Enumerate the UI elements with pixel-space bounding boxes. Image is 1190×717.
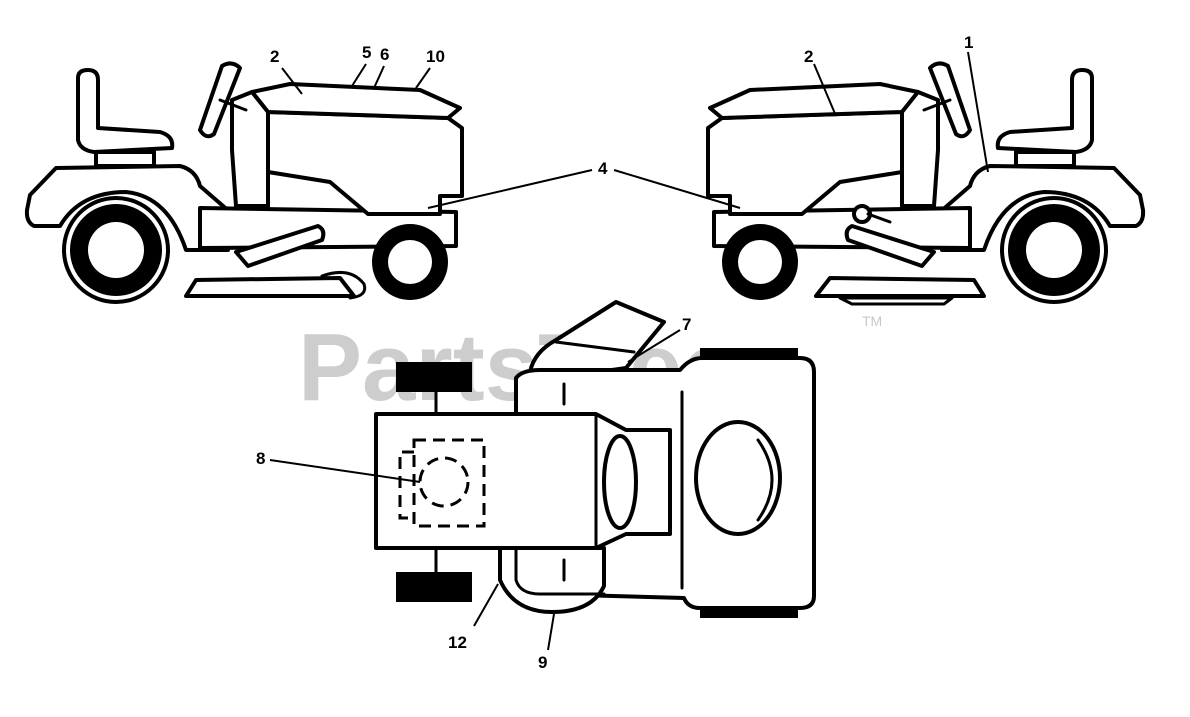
dash-right [900,90,940,208]
tractor-top-view [374,300,816,618]
callout-7: 7 [682,315,691,334]
dash-left [230,90,270,208]
hood-left [266,110,464,216]
hood-top-right [708,82,920,120]
leader-lines [269,51,989,651]
callout-1: 1 [964,33,973,52]
callout-2-right: 2 [804,47,813,66]
front-tire-top-lower [396,572,472,602]
callout-5: 5 [362,43,371,62]
decal-8-tab [398,450,414,520]
front-tire-top-upper [396,362,472,392]
hood-right [706,110,904,216]
seat-top [694,420,782,536]
seat-left [76,68,175,154]
fuel-tank-inner [514,546,606,596]
callout-6: 6 [380,45,389,64]
callout-12: 12 [448,633,467,652]
callout-10: 10 [426,47,445,66]
deck-skirt-right [838,296,954,306]
front-rim-left [388,240,432,284]
deck-chute-left [320,270,367,300]
front-rim-right [738,240,782,284]
seat-base-left [94,150,156,168]
fender-right [938,164,1146,252]
pedal-left [234,224,326,268]
callout-8: 8 [256,449,265,468]
dash-ellipse-top [602,434,638,530]
pedal-right [844,224,936,268]
callout-2-left: 2 [270,47,279,66]
tractor-right-side-view [706,61,1146,306]
seat-right [995,68,1094,154]
steering-column-right [922,98,952,112]
mower-deck-left [184,276,356,298]
steering-spoke-top [554,340,636,354]
tractor-left-side-view [24,61,464,304]
rear-rim-left [88,222,144,278]
fender-left [24,164,232,252]
seat-base-right [1014,150,1076,168]
seat-back-curve [756,438,774,522]
lift-lever-right [866,212,892,224]
watermark-tm: TM [862,313,882,329]
fuel-tank-top [498,546,606,614]
mower-deck-right [814,276,986,298]
steering-column-left [218,98,248,112]
callouts: 2 5 6 10 4 2 1 7 8 12 9 [256,33,973,672]
callout-4: 4 [598,159,608,178]
hood-top-left [250,82,462,120]
decal-8-circle [418,456,470,508]
callout-9: 9 [538,653,547,672]
rear-rim-right [1026,222,1082,278]
decal-8-outline [412,438,486,528]
